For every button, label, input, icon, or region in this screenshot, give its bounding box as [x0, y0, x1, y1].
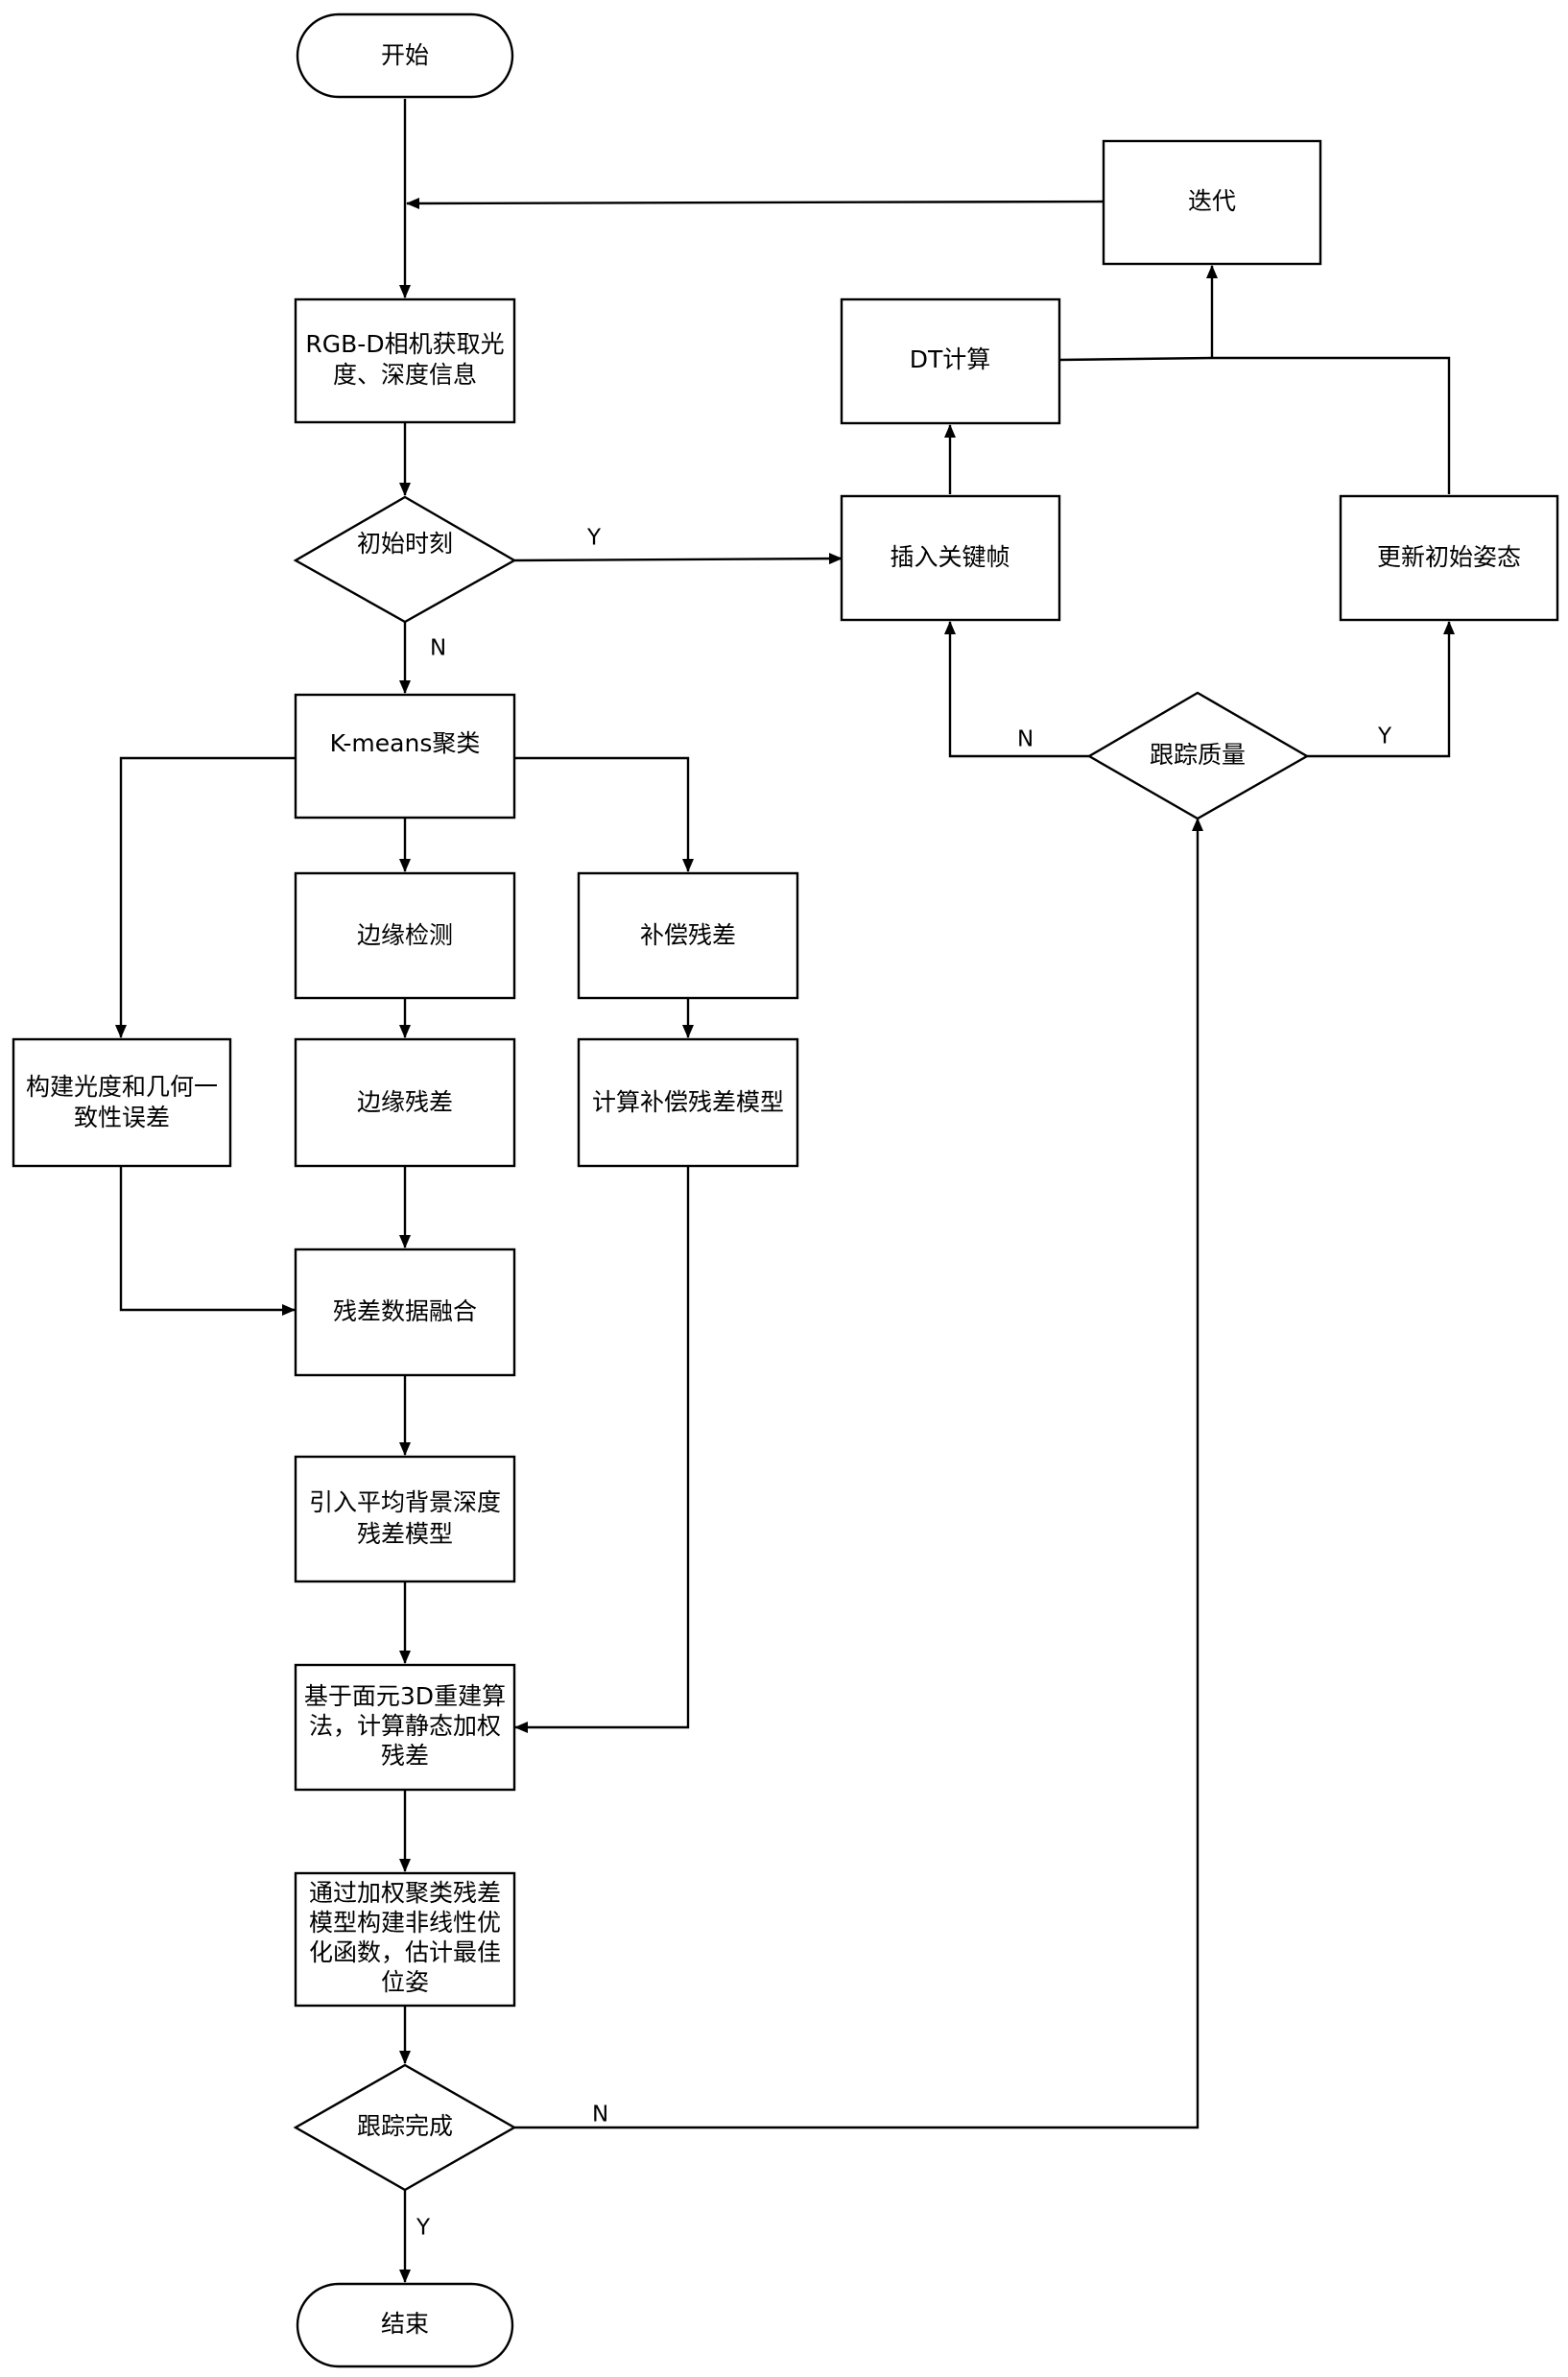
edge-residual-node[interactable]: 边缘残差	[294, 1037, 516, 1168]
end-label: 结束	[381, 2310, 429, 2338]
kmeans-node[interactable]: K-means聚类	[294, 693, 516, 820]
insert-keyframe-node[interactable]: 插入关键帧	[840, 494, 1061, 622]
connectors	[115, 99, 1455, 2283]
background-model-node[interactable]: 引入平均背景深度 残差模型	[294, 1455, 516, 1583]
done-no-label: N	[592, 2103, 608, 2127]
edge-done-quality	[514, 818, 1203, 2129]
init-label: 初始时刻	[357, 530, 453, 558]
track-quality-decision[interactable]: 跟踪质量	[1086, 691, 1310, 820]
optimization-label-line3: 化函数，估计最佳	[309, 1938, 501, 1966]
kmeans-label: K-means聚类	[330, 729, 481, 757]
comp-residual-label: 补偿残差	[640, 921, 736, 949]
surfel-node[interactable]: 基于面元3D重建算 法，计算静态加权 残差	[294, 1663, 516, 1792]
comp-model-label: 计算补偿残差模型	[592, 1088, 784, 1116]
optimization-node[interactable]: 通过加权聚类残差 模型构建非线性优 化函数，估计最佳 位姿	[294, 1871, 516, 2008]
edge-update-join	[1212, 356, 1451, 494]
start-node[interactable]: 开始	[296, 12, 514, 99]
photo-geo-label-line2: 致性误差	[74, 1104, 170, 1131]
init-decision[interactable]: 初始时刻	[293, 495, 517, 624]
surfel-label-line3: 残差	[381, 1742, 429, 1770]
edge-kmeans-comp	[514, 756, 694, 872]
iterate-label: 迭代	[1188, 187, 1236, 215]
end-node[interactable]: 结束	[296, 2282, 514, 2368]
edge-detect-node[interactable]: 边缘检测	[294, 871, 516, 1000]
edge-quality-insert	[944, 621, 1089, 758]
optimization-label-line4: 位姿	[381, 1968, 429, 1996]
rgbd-node[interactable]: RGB-D相机获取光 度、深度信息	[294, 297, 516, 424]
comp-model-node[interactable]: 计算补偿残差模型	[577, 1037, 799, 1168]
update-pose-label: 更新初始姿态	[1377, 543, 1521, 571]
update-pose-node[interactable]: 更新初始姿态	[1339, 494, 1559, 622]
edge-init-insert	[513, 553, 843, 565]
edge-compmodel-surfel	[514, 1166, 690, 1733]
quality-no-label: N	[1017, 727, 1033, 752]
fusion-node[interactable]: 残差数据融合	[294, 1248, 516, 1377]
track-done-label: 跟踪完成	[357, 2112, 453, 2140]
start-label: 开始	[381, 41, 429, 69]
edge-detect-label: 边缘检测	[357, 921, 453, 949]
edge-photo-fusion	[119, 1166, 296, 1316]
photo-geo-node[interactable]: 构建光度和几何一 致性误差	[12, 1037, 232, 1168]
rgbd-label-line2: 度、深度信息	[333, 361, 477, 389]
surfel-label-line1: 基于面元3D重建算	[304, 1682, 506, 1710]
optimization-label-line2: 模型构建非线性优	[309, 1909, 501, 1937]
dt-node[interactable]: DT计算	[840, 297, 1061, 425]
background-label-line2: 残差模型	[357, 1520, 453, 1548]
init-yes-label: Y	[586, 526, 602, 551]
track-quality-label: 跟踪质量	[1150, 741, 1246, 769]
edge-dt-join	[1058, 356, 1213, 362]
quality-yes-label: Y	[1377, 725, 1392, 749]
track-done-decision[interactable]: 跟踪完成	[293, 2063, 517, 2192]
surfel-label-line2: 法，计算静态加权	[309, 1712, 501, 1740]
photo-geo-label-line1: 构建光度和几何一	[26, 1073, 218, 1101]
fusion-label: 残差数据融合	[333, 1297, 477, 1325]
dt-label: DT计算	[910, 345, 991, 373]
insert-keyframe-label: 插入关键帧	[890, 543, 1010, 571]
rgbd-label-line1: RGB-D相机获取光	[305, 330, 504, 358]
background-label-line1: 引入平均背景深度	[309, 1488, 501, 1516]
iterate-node[interactable]: 迭代	[1102, 139, 1322, 266]
optimization-label-line1: 通过加权聚类残差	[309, 1879, 501, 1907]
comp-residual-node[interactable]: 补偿残差	[577, 871, 799, 1000]
edge-quality-update	[1307, 621, 1455, 758]
edge-iterate-loop	[406, 197, 1104, 209]
edge-kmeans-photo	[115, 756, 295, 1038]
edge-residual-label: 边缘残差	[357, 1088, 453, 1116]
init-no-label: N	[430, 636, 446, 661]
done-yes-label: Y	[416, 2216, 431, 2241]
